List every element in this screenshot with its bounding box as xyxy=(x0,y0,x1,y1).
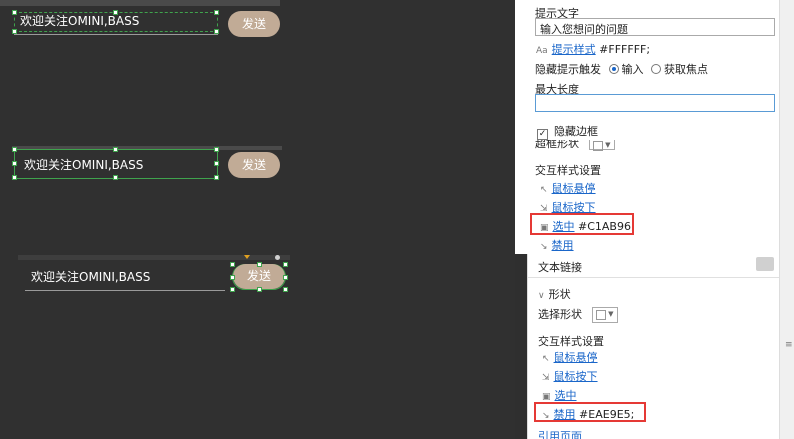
cut-shape-select[interactable]: ▼ xyxy=(588,140,615,151)
disabled-link-2[interactable]: 禁用 xyxy=(553,408,576,421)
press-link[interactable]: 鼠标按下 xyxy=(551,201,596,214)
cursor-icon: ↖ xyxy=(542,354,550,364)
resize-handle[interactable] xyxy=(12,161,17,166)
resize-handle[interactable] xyxy=(283,287,288,292)
widget1-input[interactable]: 欢迎关注OMINI,BASS xyxy=(14,12,218,35)
hide-border-checkbox[interactable]: ✓ xyxy=(537,129,548,140)
max-length-input[interactable] xyxy=(535,94,775,112)
disabled-icon: ↘ xyxy=(542,411,550,421)
resize-handle[interactable] xyxy=(257,262,262,267)
properties-panel-top xyxy=(515,0,779,254)
max-length-label: 最大长度 xyxy=(535,83,579,96)
hide-border-label: 隐藏边框 xyxy=(554,125,598,138)
widget3-input[interactable]: 欢迎关注OMINI,BASS xyxy=(25,268,225,291)
highlight-box xyxy=(530,213,634,235)
select-shape-label: 选择形状 xyxy=(538,308,582,321)
press-icon: ⇲ xyxy=(542,373,550,383)
resize-handle[interactable] xyxy=(230,287,235,292)
press-icon: ⇲ xyxy=(540,204,548,214)
press-link-2[interactable]: 鼠标按下 xyxy=(553,370,598,383)
radio-focus-label: 获取焦点 xyxy=(664,63,708,76)
resize-handle[interactable] xyxy=(214,29,219,34)
highlight-box xyxy=(534,402,646,422)
panel-scrollbar[interactable]: ≡ xyxy=(779,0,794,439)
hide-hint-label: 隐藏提示触发 xyxy=(535,63,601,76)
radio-input-label: 输入 xyxy=(621,63,644,76)
design-canvas[interactable]: 欢迎关注OMINI,BASS 发送 欢迎关注OMINI,BASS 发送 欢迎关注… xyxy=(0,0,515,439)
anchor-dot xyxy=(275,255,280,260)
chevron-down-icon[interactable]: ∨ xyxy=(538,291,545,301)
selected-value: #C1AB96; xyxy=(578,220,635,233)
text-link-button[interactable] xyxy=(756,257,774,271)
chevron-down-icon: ▼ xyxy=(605,141,611,149)
widget-strip xyxy=(18,255,290,260)
hover-link[interactable]: 鼠标悬停 xyxy=(551,182,596,195)
disabled-icon: ↘ xyxy=(540,242,548,252)
hint-style-value: #FFFFFF; xyxy=(599,43,651,56)
divider xyxy=(528,277,779,278)
scroll-grip-icon[interactable]: ≡ xyxy=(785,340,793,350)
chevron-down-icon: ▼ xyxy=(608,310,614,318)
radio-focus[interactable] xyxy=(651,64,661,74)
resize-handle[interactable] xyxy=(283,275,288,280)
selected-icon: ▣ xyxy=(540,223,549,233)
properties-panel-bottom xyxy=(527,254,779,439)
anchor-marker xyxy=(244,255,250,259)
interaction-title-2: 交互样式设置 xyxy=(538,335,604,348)
cursor-icon: ↖ xyxy=(540,185,548,195)
resize-handle[interactable] xyxy=(113,10,118,15)
shape-section-label: 形状 xyxy=(548,288,571,301)
resize-handle[interactable] xyxy=(12,147,17,152)
resize-handle[interactable] xyxy=(12,29,17,34)
select-shape-dropdown[interactable]: ▼ xyxy=(591,307,618,323)
resize-handle[interactable] xyxy=(214,161,219,166)
resize-handle[interactable] xyxy=(257,287,262,292)
hint-text-label: 提示文字 xyxy=(535,7,579,20)
resize-handle[interactable] xyxy=(113,175,118,180)
cut-shape-label: 超框形状 xyxy=(535,140,579,150)
widget3-send-button[interactable]: 发送 xyxy=(233,264,285,289)
font-style-icon: Aa xyxy=(536,46,548,56)
resize-handle[interactable] xyxy=(12,10,17,15)
widget-strip xyxy=(12,146,282,150)
hover-link-2[interactable]: 鼠标悬停 xyxy=(553,351,598,364)
widget2-input[interactable]: 欢迎关注OMINI,BASS xyxy=(24,158,144,172)
resize-handle[interactable] xyxy=(214,10,219,15)
interaction-title: 交互样式设置 xyxy=(535,164,601,177)
disabled-link[interactable]: 禁用 xyxy=(551,239,574,252)
widget1-send-button[interactable]: 发送 xyxy=(228,11,280,37)
selected-link-2[interactable]: 选中 xyxy=(554,389,577,402)
ref-page-link[interactable]: 引用页面 xyxy=(538,430,582,439)
text-link-label: 文本链接 xyxy=(538,261,582,274)
resize-handle[interactable] xyxy=(12,175,17,180)
resize-handle[interactable] xyxy=(283,262,288,267)
resize-handle[interactable] xyxy=(113,147,118,152)
radio-input[interactable] xyxy=(608,64,619,74)
resize-handle[interactable] xyxy=(214,175,219,180)
hint-text-input[interactable]: 输入您想问的问题 xyxy=(535,18,775,36)
selected-icon: ▣ xyxy=(542,392,551,402)
resize-handle[interactable] xyxy=(214,147,219,152)
selected-link[interactable]: 选中 xyxy=(552,220,575,233)
widget2-send-button[interactable]: 发送 xyxy=(228,152,280,178)
resize-handle[interactable] xyxy=(230,275,235,280)
widget-top-strip xyxy=(0,0,280,6)
resize-handle[interactable] xyxy=(230,262,235,267)
hint-style-link[interactable]: 提示样式 xyxy=(551,43,596,56)
disabled-value-2: #EAE9E5; xyxy=(579,408,635,421)
